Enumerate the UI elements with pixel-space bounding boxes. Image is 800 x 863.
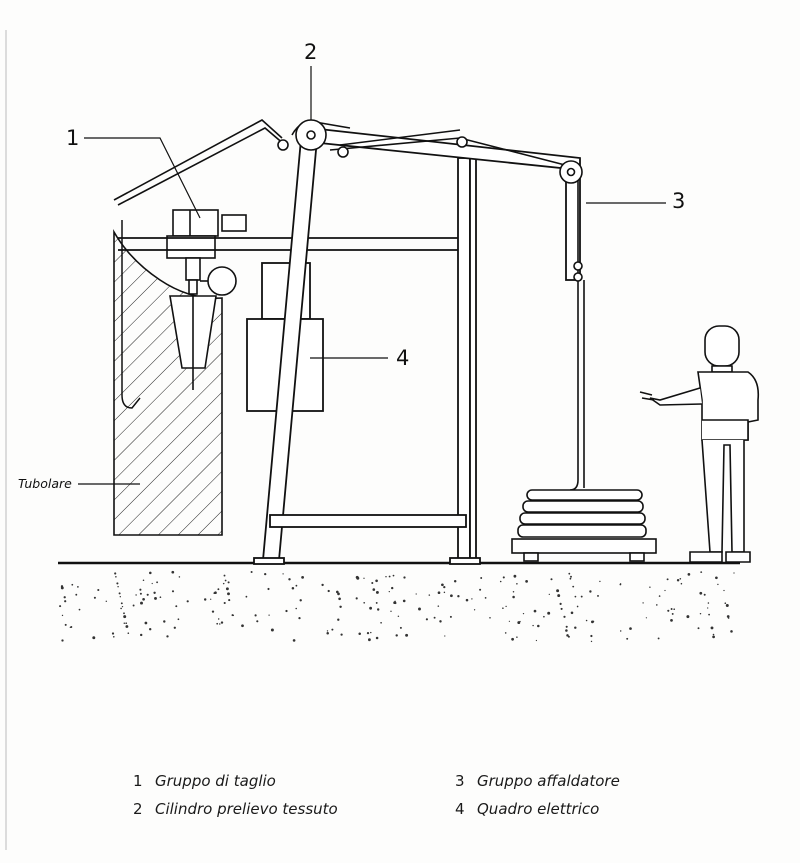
legend-number: 3 <box>455 772 465 790</box>
legend-number: 2 <box>133 800 143 818</box>
legend-text: Gruppo di taglio <box>155 772 276 790</box>
legend-text: Cilindro prelievo tessuto <box>155 800 338 818</box>
cutting-group <box>166 209 247 390</box>
tubolare-label: Tubolare <box>18 476 72 491</box>
rollers <box>277 119 583 282</box>
support-beam <box>118 237 462 251</box>
callout-4: 4 <box>396 346 410 370</box>
legend-item-3: 3 Gruppo affaldatore <box>455 772 620 790</box>
legend-text: Quadro elettrico <box>477 800 600 818</box>
floor-speckle <box>59 570 735 643</box>
tubolare-fabric <box>113 220 223 536</box>
main-frame <box>253 126 581 565</box>
floor <box>58 561 740 643</box>
operator-figure <box>639 325 760 563</box>
legend-item-4: 4 Quadro elettrico <box>455 800 599 818</box>
callout-3: 3 <box>672 189 686 213</box>
callout-2: 2 <box>304 40 318 64</box>
legend-number: 4 <box>455 800 465 818</box>
legend-text: Gruppo affaldatore <box>477 772 620 790</box>
leader-lines <box>78 66 666 485</box>
callout-1: 1 <box>66 126 80 150</box>
legend-item-2: 2 Cilindro prelievo tessuto <box>133 800 338 818</box>
legend-item-1: 1 Gruppo di taglio <box>133 772 276 790</box>
folded-stack <box>511 489 657 562</box>
legend-number: 1 <box>133 772 143 790</box>
